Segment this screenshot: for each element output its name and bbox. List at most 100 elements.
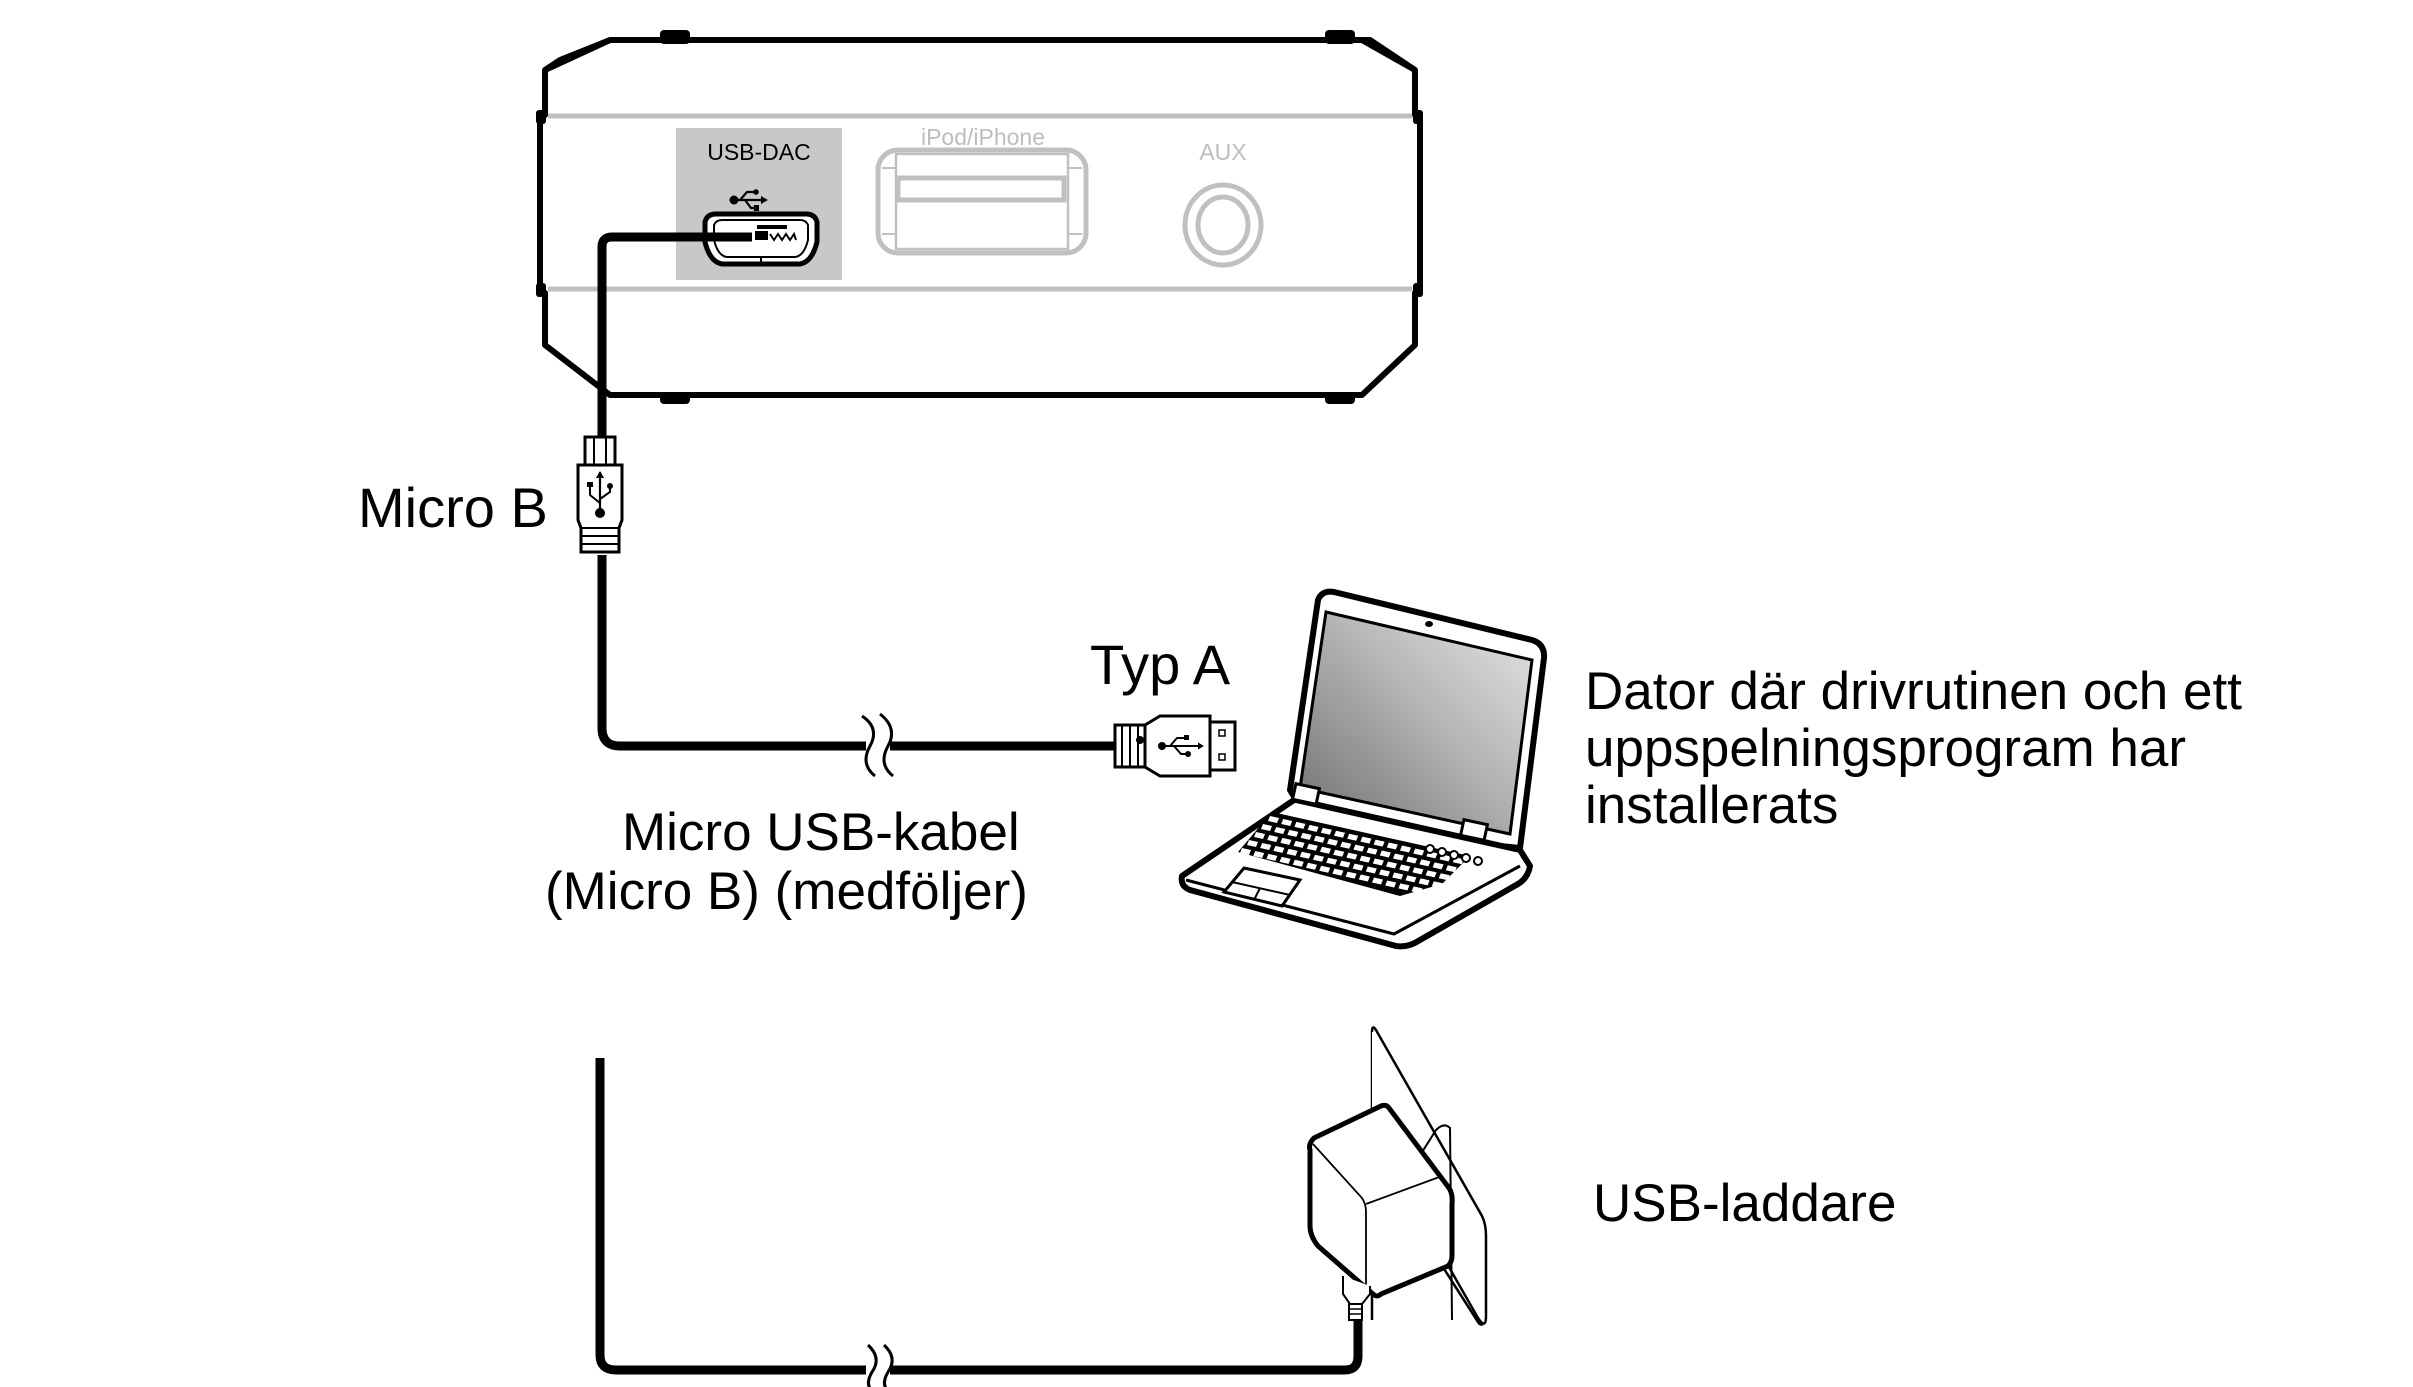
keyboard-key [1386, 842, 1398, 850]
keyboard-key [1398, 883, 1410, 891]
keyboard-key [1307, 824, 1319, 832]
computer-description-line1: Dator där drivrutinen och ett [1585, 662, 2242, 721]
side-notch [1413, 283, 1423, 297]
keyboard-key [1267, 834, 1279, 842]
usb-icon [729, 189, 768, 211]
micro-usb-cable [597, 232, 1118, 778]
usb-dac-label: USB-DAC [707, 139, 811, 165]
keyboard-key [1313, 835, 1325, 843]
keyboard-key [1393, 853, 1404, 861]
usb-icon [1158, 735, 1204, 757]
usb-dac-port-group: USB-DAC [676, 128, 842, 280]
keyboard-key [1372, 877, 1383, 885]
keyboard-key [1379, 869, 1390, 877]
keyboard-key [1280, 837, 1292, 845]
charger-cable [595, 1058, 1363, 1387]
cable-break-symbol [861, 712, 894, 778]
keyboard-key [1412, 867, 1424, 875]
cable-name-line2: (Micro B) (medföljer) [545, 862, 1028, 921]
keyboard-key [1294, 821, 1306, 829]
keyboard-key [1287, 829, 1299, 837]
cable-name-line1: Micro USB-kabel [622, 803, 1020, 862]
keyboard-key [1431, 881, 1443, 889]
micro-usb-port[interactable] [702, 211, 820, 267]
ipod-iphone-label: iPod/iPhone [921, 124, 1045, 150]
keyboard-key [1346, 852, 1358, 860]
keyboard-key [1345, 871, 1357, 879]
keyboard-key [1327, 838, 1338, 846]
computer-description-line2: uppspelningsprogram har [1585, 719, 2187, 778]
keyboard-key [1320, 827, 1332, 835]
aux-port-group: AUX [1182, 139, 1264, 268]
keyboard-key [1266, 853, 1278, 861]
computer-description-line3: installerats [1585, 776, 1839, 835]
keyboard-key [1326, 857, 1338, 865]
keyboard-key [1334, 830, 1345, 838]
keyboard-key [1273, 845, 1285, 853]
usb-icon [587, 471, 613, 518]
keyboard-key [1253, 850, 1265, 858]
keyboard-key [1254, 832, 1265, 839]
keyboard-key [1372, 858, 1384, 866]
keyboard-key [1353, 844, 1365, 852]
keyboard-key [1286, 848, 1298, 856]
micro-b-label: Micro B [358, 476, 548, 539]
keyboard-key [1319, 865, 1331, 873]
keyboard-key [1358, 874, 1370, 882]
keyboard-key [1352, 863, 1364, 871]
keyboard-key [1365, 866, 1377, 874]
cable-break-symbol [866, 1343, 894, 1387]
keyboard-key [1373, 839, 1385, 847]
laptop-screen [1298, 610, 1534, 836]
keyboard-key [1306, 843, 1318, 851]
keyboard-key [1306, 862, 1317, 870]
usb-charger-label: USB-laddare [1593, 1174, 1897, 1233]
keyboard-key [1320, 846, 1331, 854]
keyboard-key [1418, 878, 1430, 886]
laptop-buttons [1425, 844, 1483, 866]
keyboard-key [1300, 832, 1312, 840]
keyboard-key [1274, 826, 1286, 834]
keyboard-key [1405, 875, 1417, 883]
keyboard-key [1432, 862, 1444, 870]
keyboard-key [1424, 889, 1436, 897]
keyboard-key [1425, 870, 1437, 878]
type-a-label: Typ A [1090, 633, 1231, 696]
keyboard-key [1406, 856, 1418, 864]
keyboard-key [1260, 842, 1272, 850]
keyboard-key [1411, 886, 1423, 894]
keyboard-key [1413, 848, 1425, 856]
keyboard-key [1293, 840, 1305, 848]
keyboard-key [1366, 847, 1378, 855]
laptop-computer [785, 588, 1548, 950]
keyboard-key [1438, 873, 1450, 881]
keyboard-key [1445, 865, 1457, 873]
keyboard-key [1399, 864, 1411, 872]
webcam-icon [1425, 621, 1433, 627]
keyboard-keys [1240, 816, 1464, 897]
keyboard-key [1281, 818, 1293, 826]
keyboard-key [1347, 833, 1359, 841]
keyboard-key [1385, 880, 1397, 888]
keyboard-key [1240, 848, 1251, 855]
keyboard-key [1392, 872, 1404, 880]
keyboard-key [1313, 854, 1324, 862]
type-a-connector [1113, 714, 1237, 778]
side-notch [1413, 110, 1423, 124]
keyboard-key [1379, 850, 1391, 858]
keyboard-key [1340, 841, 1352, 849]
usb-icon [1136, 736, 1144, 744]
side-notch [536, 283, 546, 297]
ipod-iphone-port-group: iPod/iPhone [875, 124, 1089, 256]
touchpad [1221, 866, 1303, 908]
keyboard-key [1299, 851, 1311, 859]
keyboard-key [1400, 845, 1411, 853]
keyboard-key [1360, 836, 1372, 844]
keyboard-key [1268, 816, 1279, 823]
micro-b-connector [576, 435, 624, 554]
usb-a-port [875, 147, 1089, 256]
keyboard-key [1359, 855, 1371, 863]
usb-charger [1307, 1102, 1455, 1321]
keyboard-key [1292, 859, 1304, 867]
